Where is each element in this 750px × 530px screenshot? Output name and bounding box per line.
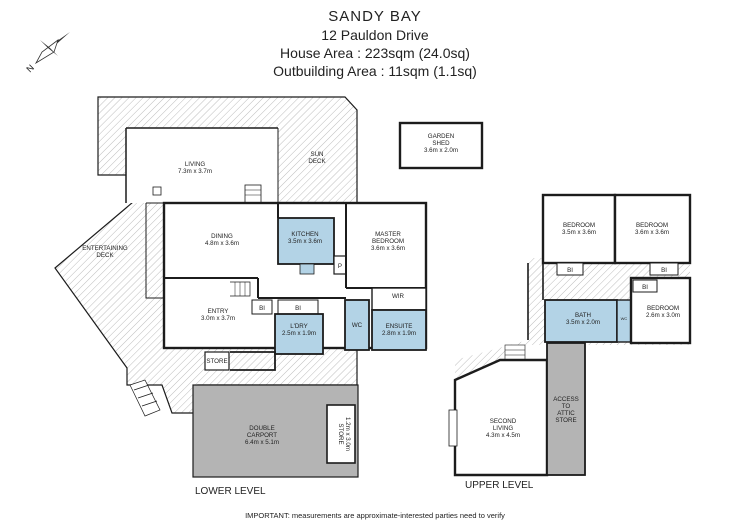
attic-label-3: ATTIC xyxy=(557,410,575,417)
disclaimer: IMPORTANT: measurements are approximate-… xyxy=(245,511,505,520)
living-label: LIVING xyxy=(185,161,205,168)
carport-store-dims: 1.2m x 3.0m xyxy=(344,417,351,451)
carport-dims: 6.4m x 5.1m xyxy=(245,439,279,446)
house-area: House Area : 223sqm (24.0sq) xyxy=(280,45,470,61)
compass-icon: N xyxy=(24,32,70,74)
pantry-label: P xyxy=(338,263,342,270)
store-label: STORE xyxy=(206,358,227,365)
bed1-dims: 3.5m x 3.6m xyxy=(562,229,596,236)
suburb-title: SANDY BAY xyxy=(328,8,422,25)
master-label: MASTER xyxy=(375,231,401,238)
ensuite-label: ENSUITE xyxy=(386,323,413,330)
outbuilding-area: Outbuilding Area : 11sqm (1.1sq) xyxy=(273,63,477,79)
compass-letter: N xyxy=(24,63,36,75)
dining-label: DINING xyxy=(211,233,233,240)
dining-dims: 4.8m x 3.6m xyxy=(205,240,239,247)
second-living-dims: 4.3m x 4.5m xyxy=(486,432,520,439)
bed3-dims: 2.6m x 3.0m xyxy=(646,312,680,319)
master-label2: BEDROOM xyxy=(372,238,404,245)
living-dims: 7.3m x 3.7m xyxy=(178,168,212,175)
ensuite-dims: 2.8m x 1.9m xyxy=(382,330,416,337)
upper-bi-2: BI xyxy=(661,267,667,274)
entertaining-label2: DECK xyxy=(96,252,114,259)
attic-label-1: ACCESS xyxy=(553,396,578,403)
master-dims: 3.6m x 3.6m xyxy=(371,245,405,252)
sun-deck-label2: DECK xyxy=(308,158,326,165)
bi-label-1: BI xyxy=(259,305,265,312)
attic-label-4: STORE xyxy=(555,417,576,424)
wir-label: WIR xyxy=(392,293,405,300)
lower-level-label: LOWER LEVEL xyxy=(195,486,266,497)
kitchen-dims: 3.5m x 3.6m xyxy=(288,238,322,245)
carport-store-label: STORE xyxy=(337,423,344,444)
entertaining-label: ENTERTAINING xyxy=(82,245,128,252)
ldry-label: L'DRY xyxy=(290,323,308,330)
bath-label: BATH xyxy=(575,312,591,319)
bed2-label: BEDROOM xyxy=(636,222,668,229)
upper-level-label: UPPER LEVEL xyxy=(465,480,534,491)
carport-label: DOUBLE xyxy=(249,425,274,432)
kitchen-label: KITCHEN xyxy=(291,231,318,238)
sun-deck-label: SUN xyxy=(310,151,323,158)
attic-label-2: TO xyxy=(562,403,571,410)
bed1-label: BEDROOM xyxy=(563,222,595,229)
wc-label: WC xyxy=(352,322,363,329)
shed-label2: SHED xyxy=(432,140,450,147)
upper-wc-label: WC xyxy=(621,316,628,321)
bi-label-2: BI xyxy=(295,305,301,312)
bed3-label: BEDROOM xyxy=(647,305,679,312)
second-living-label2: LIVING xyxy=(493,425,513,432)
second-living-label: SECOND xyxy=(490,418,517,425)
shed-dims: 3.6m x 2.0m xyxy=(424,147,458,154)
upper-bi-1: BI xyxy=(567,267,573,274)
address-title: 12 Pauldon Drive xyxy=(321,27,429,43)
entry-label: ENTRY xyxy=(208,308,229,315)
bath-dims: 3.5m x 2.0m xyxy=(566,319,600,326)
bed2-dims: 3.6m x 3.6m xyxy=(635,229,669,236)
shed-label: GARDEN xyxy=(428,133,454,140)
ldry-dims: 2.5m x 1.9m xyxy=(282,330,316,337)
entry-dims: 3.0m x 3.7m xyxy=(201,315,235,322)
upper-bi-3: BI xyxy=(642,284,648,291)
carport-label2: CARPORT xyxy=(247,432,277,439)
